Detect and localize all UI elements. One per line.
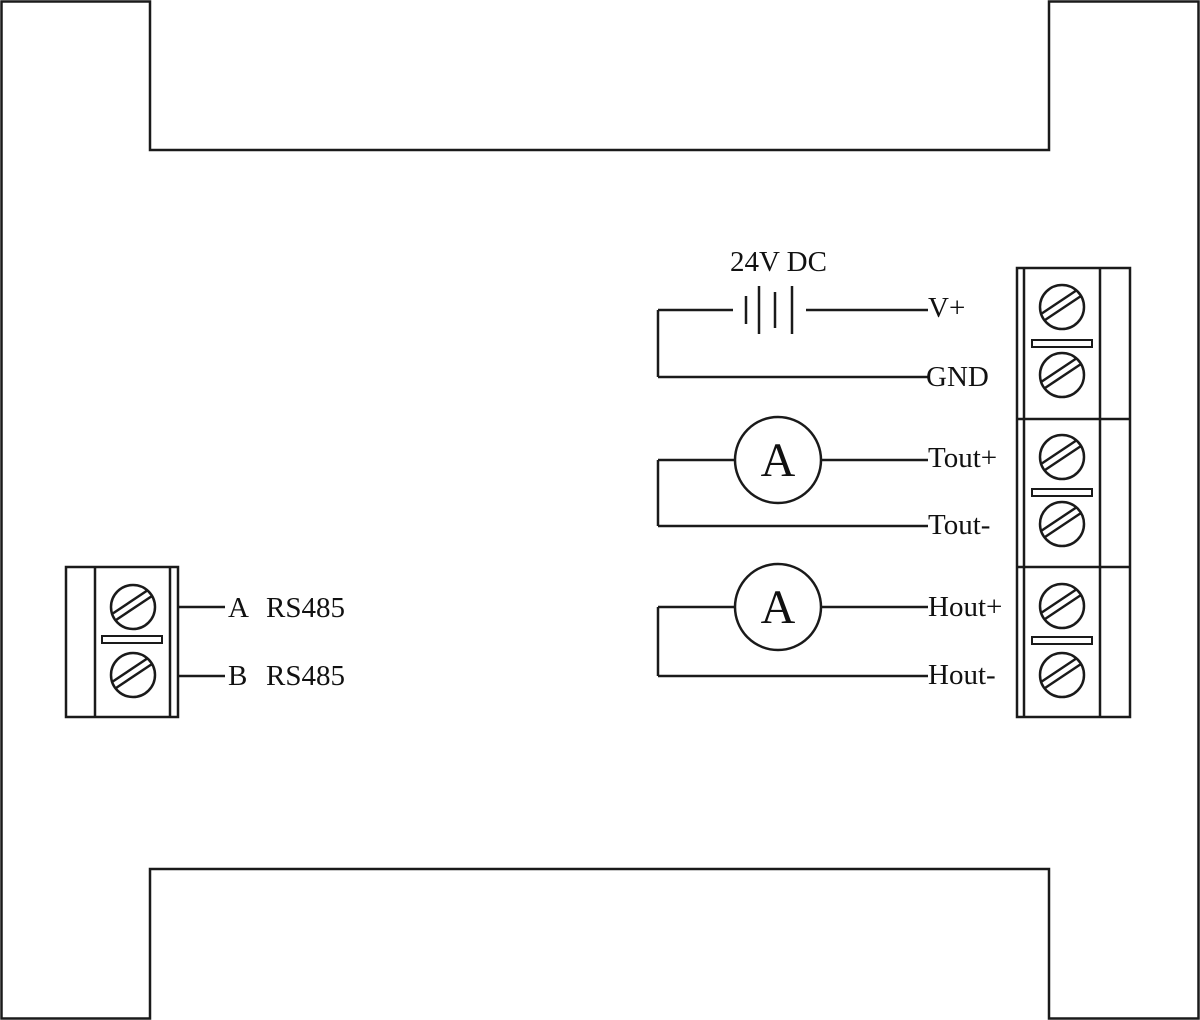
screw-icon (1038, 500, 1086, 548)
screw-icon (1038, 283, 1086, 331)
rs485-b-pin: B (228, 660, 247, 692)
screw-terminal-gnd (1038, 351, 1086, 399)
rs485-block-separator (101, 635, 163, 644)
screw-icon (1038, 582, 1086, 630)
screw-terminal-b (109, 651, 157, 699)
ammeter-hout: A (733, 562, 823, 652)
right-block-separator-2 (1031, 488, 1093, 497)
screw-icon (1038, 651, 1086, 699)
rs485-b-label: RS485 (266, 660, 345, 692)
terminal-label-tout-plus: Tout+ (928, 442, 997, 474)
right-terminal-block (1015, 266, 1132, 719)
ammeter-icon (733, 415, 823, 505)
ammeter-symbol: A (761, 434, 796, 487)
terminal-label-hout-plus: Hout+ (928, 591, 1002, 623)
ammeter-symbol: A (761, 581, 796, 634)
tout-circuit: A Tout+ Tout- (656, 415, 997, 541)
rs485-block-body (64, 565, 180, 719)
terminal-label-gnd: GND (926, 361, 989, 393)
rs485-terminal-block: A RS485 B RS485 (64, 565, 345, 719)
screw-terminal-a (109, 583, 157, 631)
right-block-separator-3 (1031, 636, 1093, 645)
screw-icon (1038, 351, 1086, 399)
right-block-separator-1 (1031, 339, 1093, 348)
hout-circuit: A Hout+ Hout- (656, 562, 1002, 691)
screw-terminal-vplus (1038, 283, 1086, 331)
right-block-body (1015, 266, 1132, 719)
ammeter-tout: A (733, 415, 823, 505)
screw-terminal-hout-minus (1038, 651, 1086, 699)
screw-terminal-tout-minus (1038, 500, 1086, 548)
battery-label: 24V DC (730, 246, 827, 278)
screw-icon (109, 583, 157, 631)
rs485-a-pin: A (228, 592, 249, 624)
screw-terminal-hout-plus (1038, 582, 1086, 630)
screw-terminal-tout-plus (1038, 433, 1086, 481)
ammeter-icon (733, 562, 823, 652)
screw-icon (1038, 433, 1086, 481)
screw-icon (109, 651, 157, 699)
terminal-label-vplus: V+ (928, 292, 965, 324)
terminal-label-hout-minus: Hout- (928, 659, 996, 691)
terminal-label-tout-minus: Tout- (928, 509, 990, 541)
battery-icon (744, 286, 794, 334)
rs485-a-label: RS485 (266, 592, 345, 624)
power-supply-circuit: 24V DC V+ GND (656, 246, 989, 393)
